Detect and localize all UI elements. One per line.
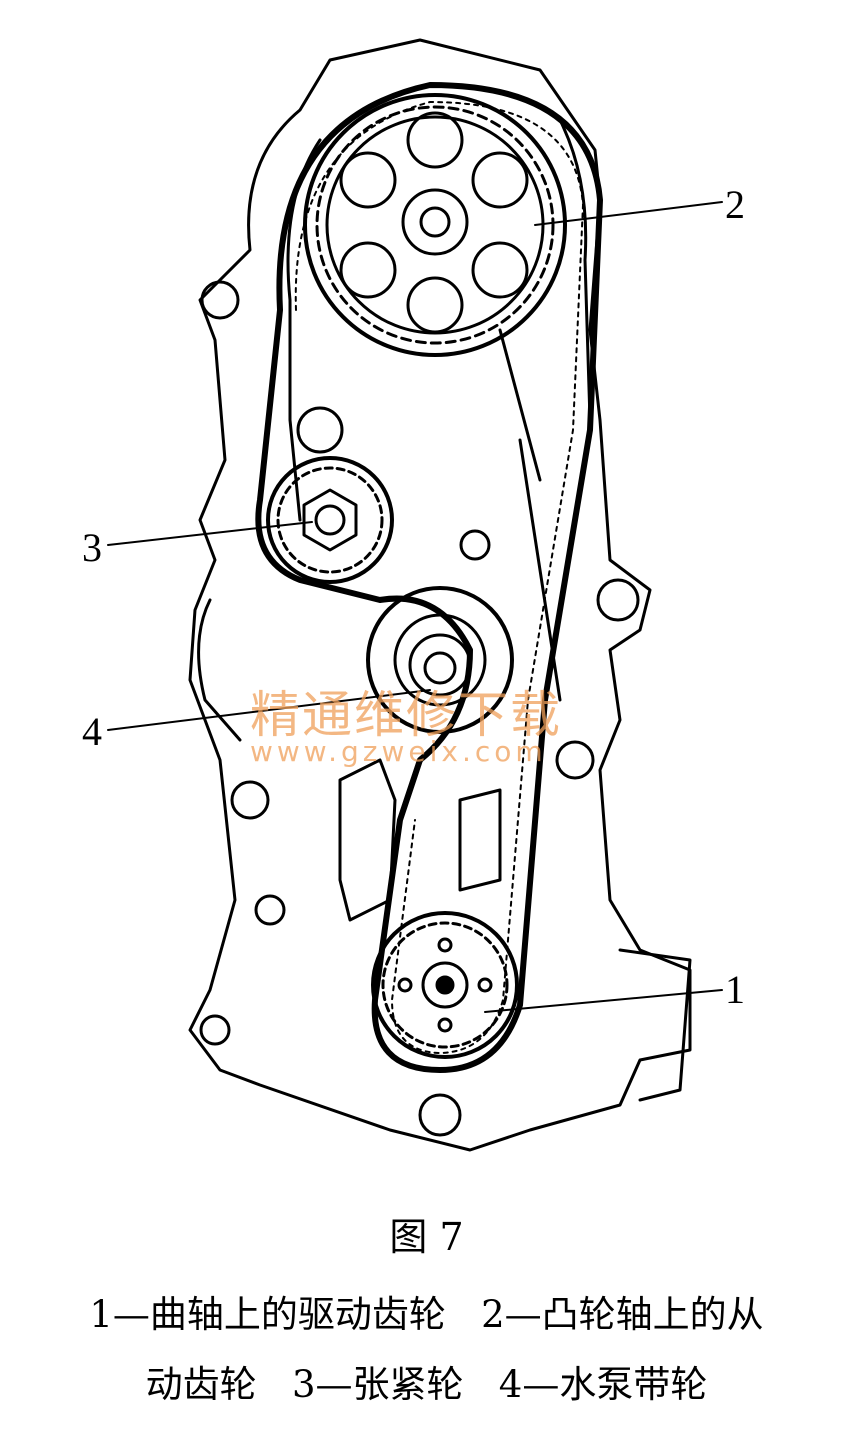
- callout-1: 1: [725, 967, 745, 1012]
- callout-2: 2: [725, 182, 745, 227]
- callout-3: 3: [82, 525, 102, 570]
- timing-belt: [255, 82, 603, 1073]
- callout-4: 4: [82, 709, 102, 754]
- watermark-url: www.gzweix.com: [250, 735, 547, 768]
- crankshaft-gear: [371, 911, 519, 1059]
- tensioner-pulley: [266, 456, 394, 584]
- figure-title: 图 7: [389, 1215, 464, 1259]
- engine-cover-outline: [188, 38, 692, 1152]
- figure-caption-line-2: 动齿轮 3—张紧轮 4—水泵带轮: [145, 1363, 708, 1406]
- figure-caption-line-1: 1—曲轴上的驱动齿轮 2—凸轮轴上的从: [89, 1293, 764, 1336]
- water-pump-pulley: [366, 586, 514, 734]
- watermark-text: 精通维修下载: [250, 686, 562, 744]
- timing-belt-diagram: [107, 38, 723, 1152]
- camshaft-gear: [303, 93, 567, 357]
